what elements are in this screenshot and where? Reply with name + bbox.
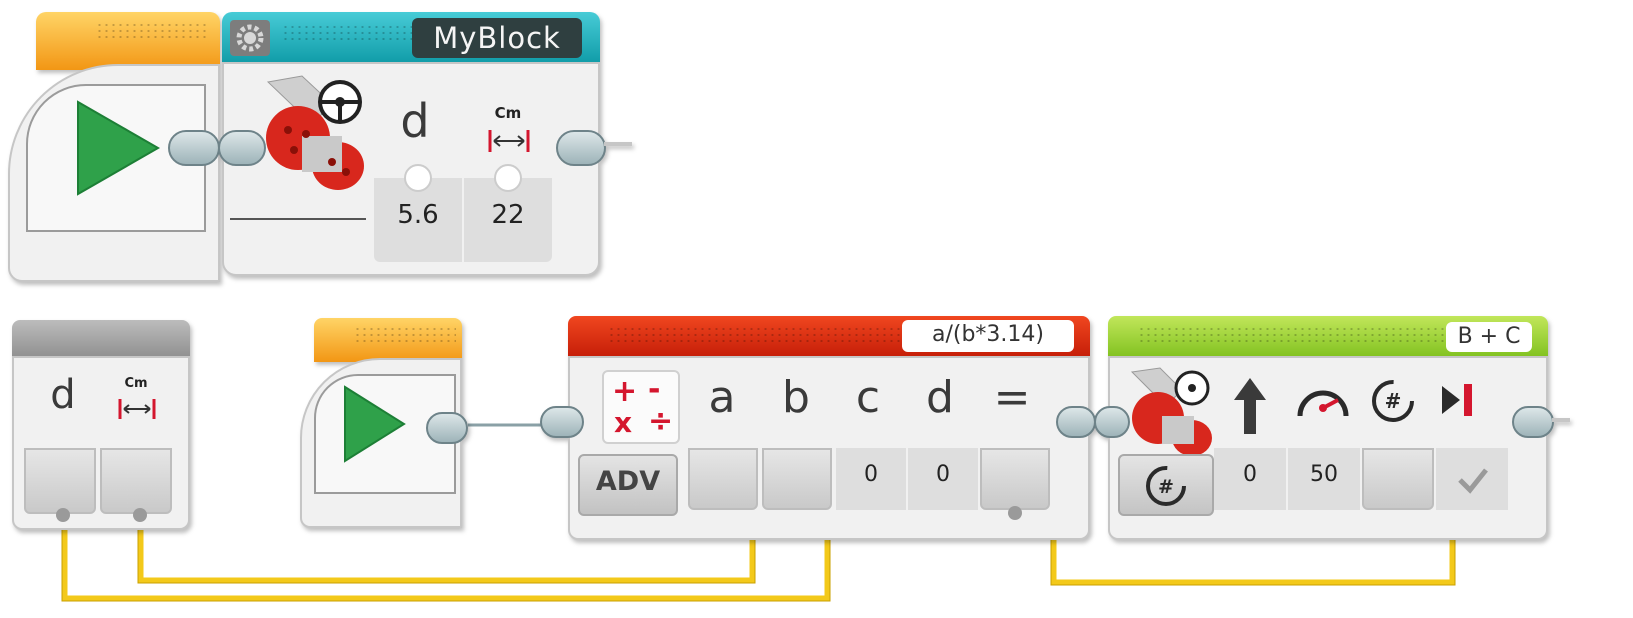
sequence-plug-out[interactable] [168,130,220,166]
input-c-slot[interactable] [836,448,906,510]
input-d-value[interactable]: 0 [936,462,950,487]
rotations-input-port[interactable] [1362,448,1434,510]
value-slot-2[interactable] [464,164,552,262]
sequence-plug-out[interactable] [1056,406,1096,438]
check-icon [1458,468,1488,494]
input-d-slot[interactable] [908,448,978,510]
start-block-top[interactable] [8,12,220,282]
input-b-port[interactable] [762,448,832,510]
svg-text:#: # [1385,389,1402,413]
speedometer-icon [1297,390,1349,417]
param-d-label: d [400,94,430,148]
sequence-plug-in[interactable] [540,406,584,438]
sequence-plug-out[interactable] [1512,406,1554,438]
start-play-icon [77,100,161,196]
input-b-label: b [782,372,810,423]
second-value[interactable]: 22 [491,200,525,230]
sequence-plug-in[interactable] [218,130,266,166]
sequence-plug-in[interactable] [1094,406,1130,438]
rotations-icon: # [1372,380,1414,422]
math-operations-icon[interactable]: + - x ÷ [602,370,680,444]
steering-slot[interactable] [1214,448,1286,510]
myblock-parameter-block[interactable]: d Cm [12,320,190,530]
output-unit-port[interactable] [100,448,172,514]
input-c-label: c [855,372,881,423]
svg-text:#: # [1158,476,1174,498]
large-motor-steering-icon [1130,367,1212,456]
distance-unit-icon [488,130,530,152]
unit-label: Cm [494,104,522,122]
sequence-plug-out[interactable] [426,412,468,444]
result-output-port[interactable] [980,448,1050,510]
move-steering-block[interactable]: B + C # # 0 50 [1094,316,1630,542]
input-a-port[interactable] [688,448,758,510]
steering-value[interactable]: 0 [1243,462,1257,487]
my-block[interactable]: MyBlock d Cm 5.6 22 [218,12,638,280]
up-arrow-icon [1234,378,1266,434]
start-play-icon [344,385,406,463]
sequence-plug-out[interactable] [556,130,606,166]
mode-selector-button[interactable] [578,454,678,516]
equals-label: = [993,372,1031,423]
mode-selector-button[interactable]: # [1118,454,1214,516]
brake-stop-icon [1442,384,1472,416]
input-a-label: a [708,372,736,423]
large-motor-steering-icon [266,75,364,190]
math-block[interactable]: a/(b*3.14) + - x ÷ ADV a b c d = 0 0 [540,316,1100,542]
value-slot-1[interactable] [374,164,462,262]
param-d-label: d [50,372,76,418]
gear-icon[interactable] [230,20,270,56]
wheel-diameter-value[interactable]: 5.6 [397,200,439,230]
rotations-icon: # [1146,466,1186,506]
power-value[interactable]: 50 [1310,462,1338,487]
power-slot[interactable] [1288,448,1360,510]
equation-field[interactable]: a/(b*3.14) [902,320,1074,352]
input-d-label: d [926,372,954,423]
input-c-value[interactable]: 0 [864,462,878,487]
brake-slot[interactable] [1436,448,1508,510]
output-d-port[interactable] [24,448,96,514]
block-title: MyBlock [433,21,561,55]
unit-label: Cm [124,376,148,391]
mode-label: ADV [595,466,661,497]
motor-ports-field[interactable]: B + C [1446,322,1532,352]
start-block-bottom[interactable] [300,318,472,530]
distance-unit-icon [118,399,156,419]
